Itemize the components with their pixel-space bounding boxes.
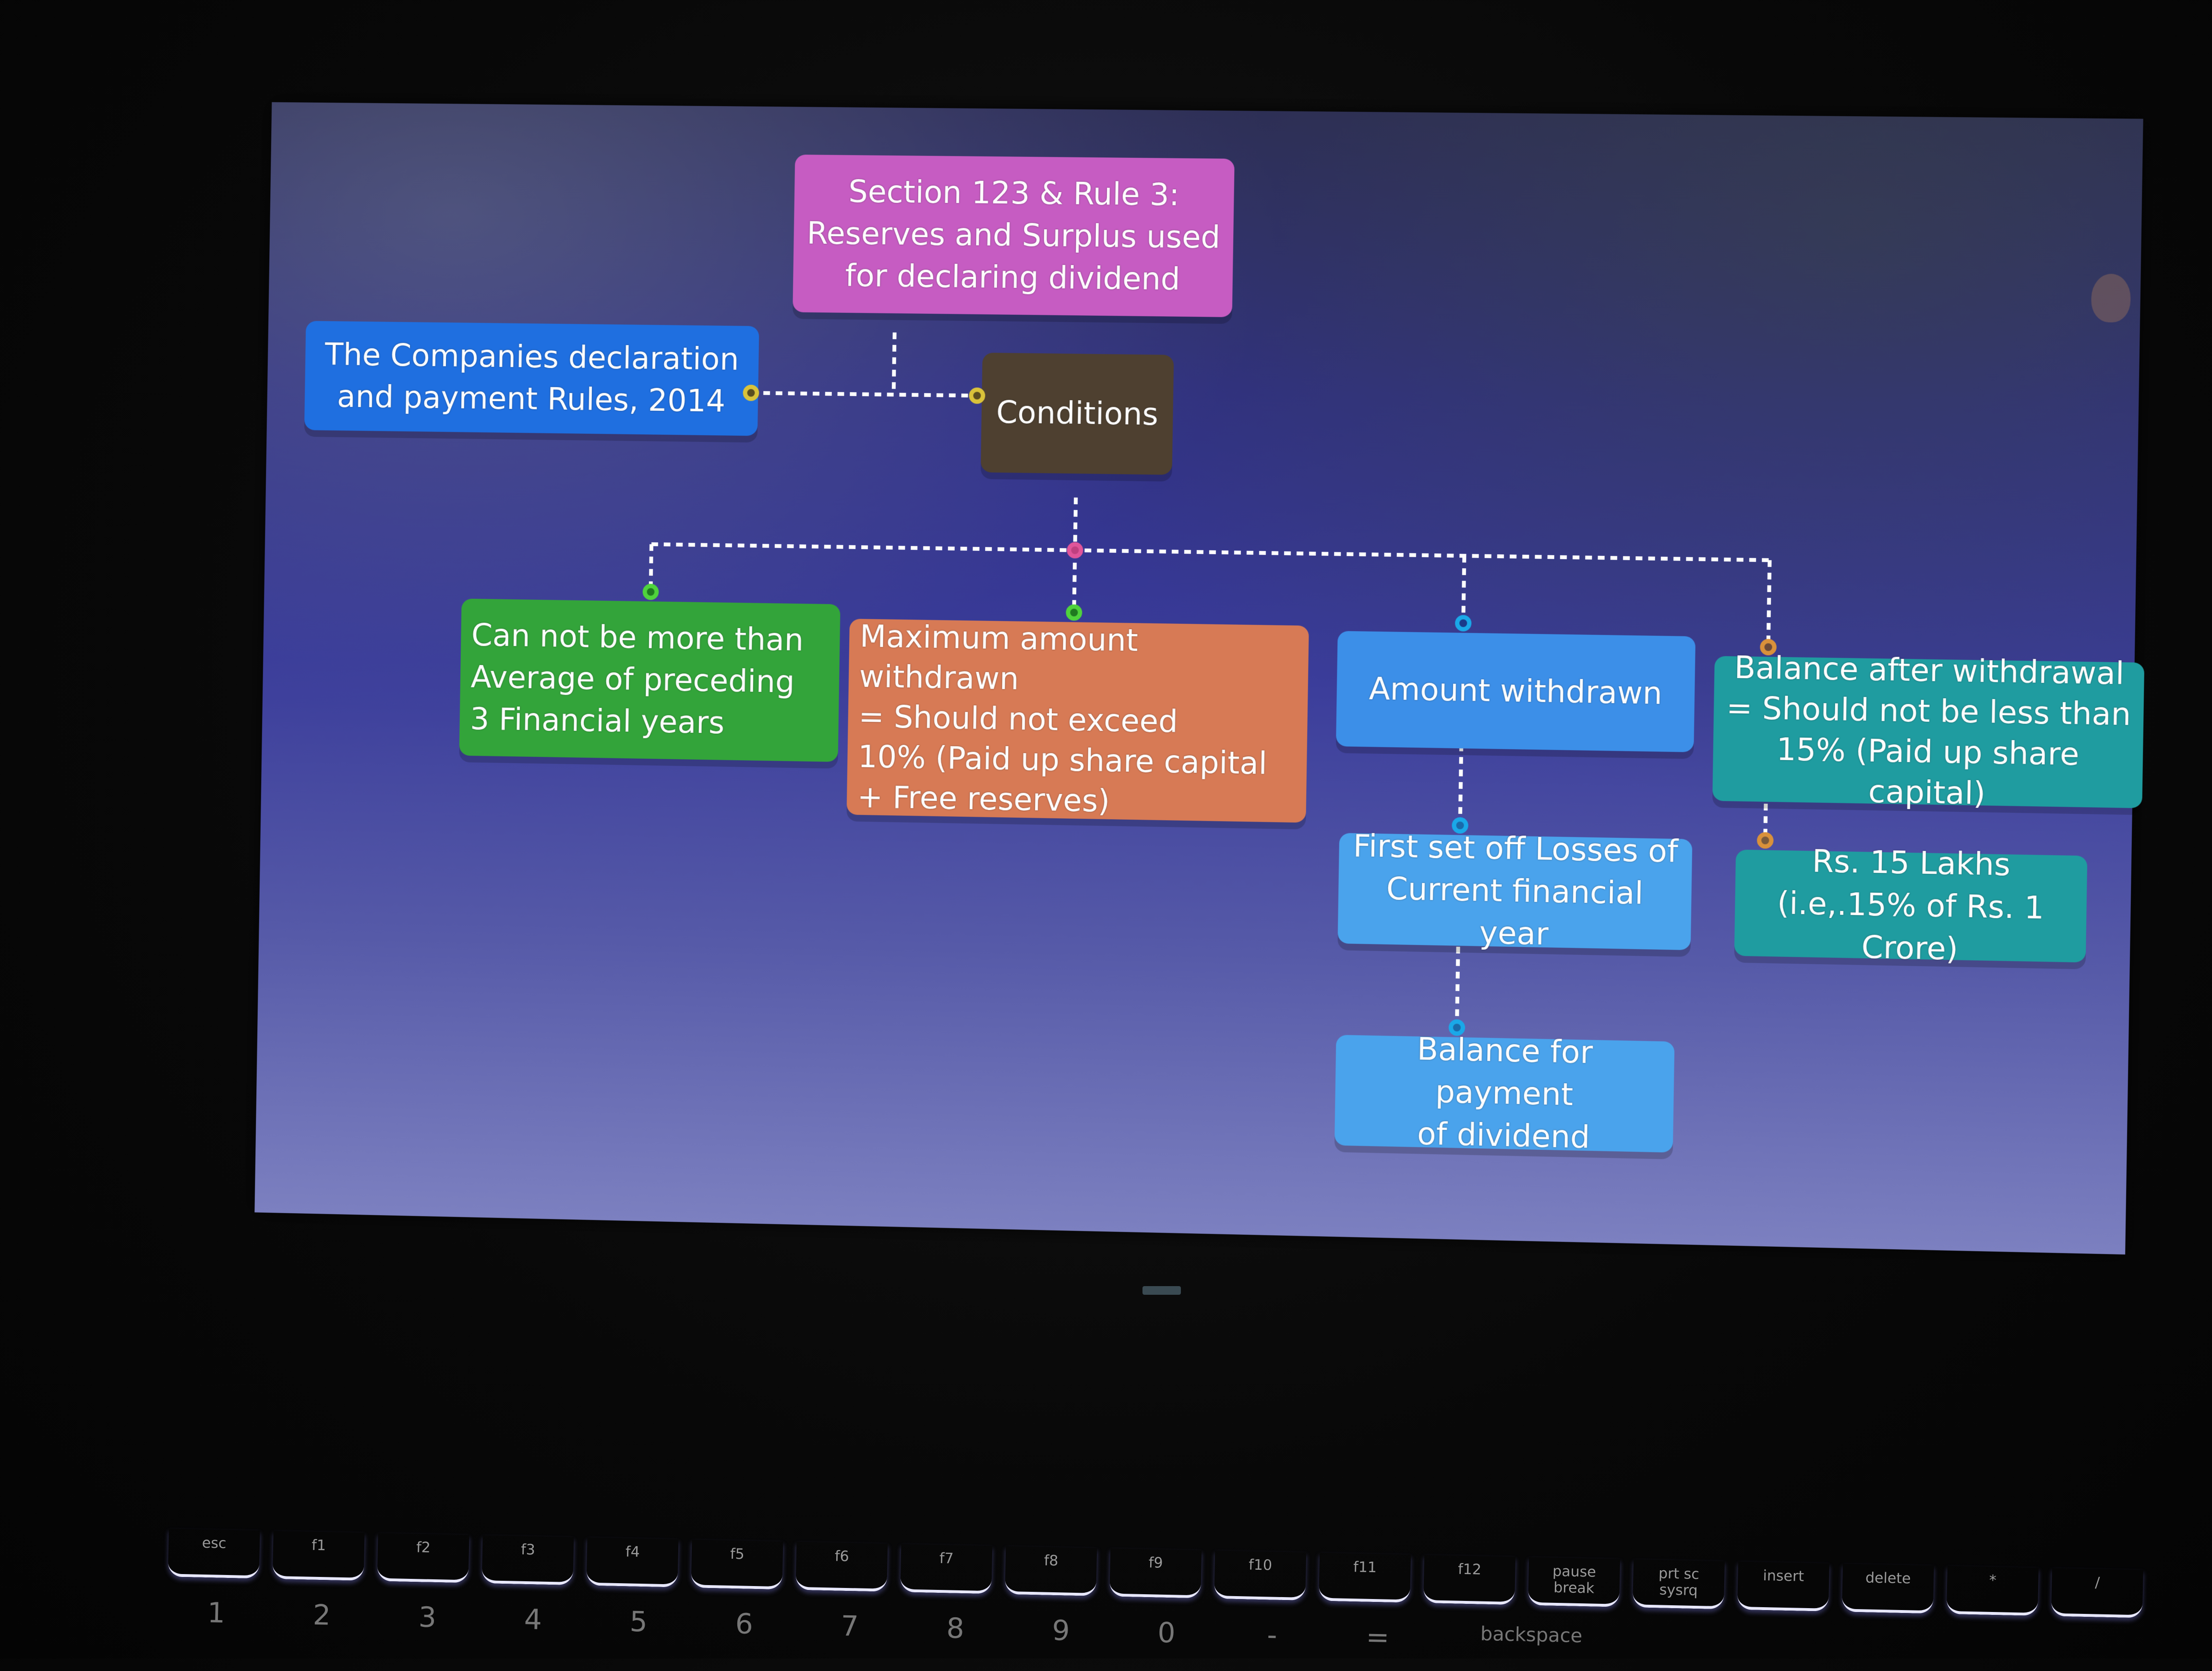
rules-node[interactable]: The Companies declaration and payment Ru… [304, 321, 759, 436]
key-6: 6 [730, 1607, 759, 1640]
payment-node[interactable]: Balance for payment of dividend [1334, 1035, 1674, 1152]
branch-average-node[interactable]: Can not be more than Average of precedin… [459, 598, 841, 762]
key-7: 7 [835, 1610, 864, 1643]
branch-balance-text: Balance after withdrawal = Should not be… [1723, 647, 2134, 817]
webcam-indicator [1142, 1286, 1181, 1295]
lakhs-node[interactable]: Rs. 15 Lakhs (i.e,.15% of Rs. 1 Crore) [1734, 849, 2088, 962]
key-3: 3 [413, 1600, 442, 1634]
branch-average-text: Can not be more than Average of precedin… [470, 614, 804, 745]
root-node[interactable]: Section 123 & Rule 3: Reserves and Surpl… [793, 155, 1235, 317]
key-f1: f1 [273, 1531, 365, 1581]
setoff-node[interactable]: First set off Losses of Current financia… [1338, 833, 1693, 950]
branch-maximum-text: Maximum amount withdrawn = Should not ex… [857, 617, 1298, 825]
key-pause-break: pause break [1528, 1557, 1620, 1607]
key-f7: f7 [900, 1544, 992, 1594]
key-8: 8 [940, 1611, 970, 1645]
branch-amount-text: Amount withdrawn [1369, 668, 1662, 715]
conditions-node-text: Conditions [996, 392, 1159, 436]
key-f4: f4 [586, 1538, 678, 1587]
key-9: 9 [1046, 1614, 1075, 1647]
key-f11: f11 [1319, 1553, 1411, 1603]
link-hub-max [1074, 550, 1075, 613]
key-asterisk: * [1947, 1566, 2039, 1616]
link-hub-amount [1463, 556, 1464, 623]
setoff-node-text: First set off Losses of Current financia… [1348, 825, 1682, 958]
key-f2: f2 [377, 1533, 469, 1583]
key-f5: f5 [691, 1540, 783, 1589]
lakhs-node-text: Rs. 15 Lakhs (i.e,.15% of Rs. 1 Crore) [1745, 839, 2077, 973]
rules-node-text: The Companies declaration and payment Ru… [324, 334, 739, 423]
link-rules-conditions [751, 393, 977, 396]
root-node-text: Section 123 & Rule 3: Reserves and Surpl… [806, 170, 1222, 301]
key-f8: f8 [1005, 1546, 1097, 1596]
link-hub-balance [1768, 560, 1770, 647]
key-insert: insert [1737, 1562, 1829, 1611]
key-minus: - [1257, 1618, 1286, 1651]
key-f6: f6 [795, 1542, 888, 1592]
key-f3: f3 [481, 1535, 574, 1585]
key-prtsc-sysrq: prt sc sysrq [1633, 1559, 1725, 1609]
key-f9: f9 [1109, 1548, 1202, 1598]
key-equals: = [1363, 1621, 1392, 1654]
laptop-screen: Section 123 & Rule 3: Reserves and Surpl… [254, 102, 2143, 1254]
key-slash: / [2051, 1568, 2143, 1618]
key-f12: f12 [1423, 1555, 1515, 1605]
branch-amount-node[interactable]: Amount withdrawn [1336, 631, 1695, 752]
key-5: 5 [624, 1605, 653, 1638]
presenter-logo-icon [2091, 274, 2131, 322]
key-delete: delete [1842, 1564, 1934, 1613]
key-0: 0 [1152, 1616, 1181, 1649]
key-f10: f10 [1214, 1551, 1306, 1600]
branch-maximum-node[interactable]: Maximum amount withdrawn = Should not ex… [847, 619, 1309, 823]
branch-balance-node[interactable]: Balance after withdrawal = Should not be… [1712, 656, 2144, 808]
conditions-node[interactable]: Conditions [981, 353, 1174, 475]
key-2: 2 [307, 1599, 337, 1632]
key-4: 4 [518, 1603, 548, 1636]
link-hub-bar [651, 544, 1769, 560]
link-root-conditions [894, 333, 895, 395]
key-1: 1 [202, 1596, 231, 1629]
key-backspace: backspace [1468, 1623, 1594, 1658]
key-esc: esc [168, 1528, 260, 1578]
payment-node-text: Balance for payment of dividend [1345, 1027, 1664, 1161]
